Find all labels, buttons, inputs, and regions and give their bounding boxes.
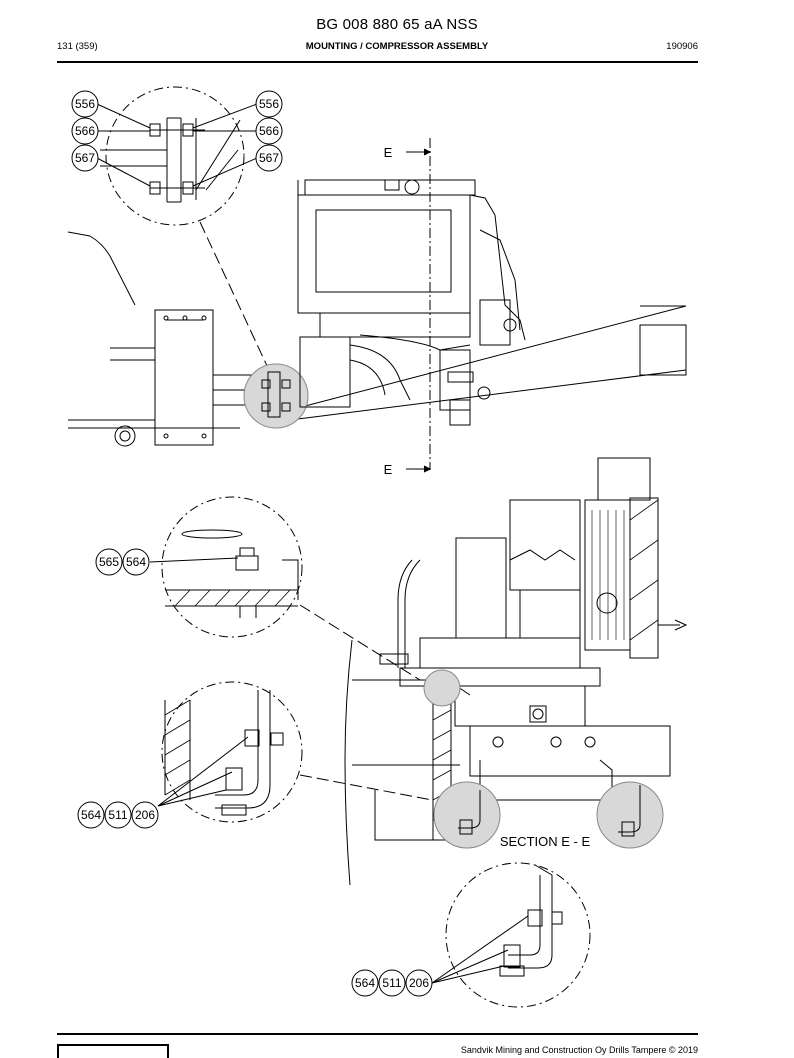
section-title: MOUNTING / COMPRESSOR ASSEMBLY [305,41,489,52]
callout-511-detail3: 511 [108,808,127,822]
callout-567-left: 567 [75,151,95,165]
callout-566-left: 566 [75,124,95,138]
section-view-e-e [344,457,688,886]
callout-556-left: 556 [75,97,95,111]
footer-rule [57,1033,698,1035]
document-id: BG 008 880 65 aA NSS [316,16,478,33]
detail-view-1 [96,86,269,369]
section-marker-top: E [384,145,393,160]
detail-view-3 [157,681,433,823]
callout-564-detail3: 564 [81,808,101,822]
callouts-detail-3 [77,801,159,829]
callout-564-detail4: 564 [355,976,375,990]
callout-565: 565 [99,555,119,569]
page-number: 131 (359) [57,41,98,52]
section-caption: SECTION E - E [500,834,591,849]
callout-206-detail3: 206 [135,808,155,822]
sandvik-logo [57,1044,169,1058]
main-view-top [67,138,687,473]
section-marker-bottom: E [384,462,393,477]
callout-567-right: 567 [259,151,279,165]
revision-date: 190906 [666,41,698,52]
detail-view-4 [431,862,591,1008]
callout-566-right: 566 [259,124,279,138]
copyright-text: Sandvik Mining and Construction Oy Drill… [460,1045,698,1055]
callouts-detail-4 [351,969,433,997]
callouts-detail-1 [71,90,283,172]
callout-511-detail4: 511 [382,976,401,990]
callout-564-detail2: 564 [126,555,146,569]
callout-556-right: 556 [259,97,279,111]
callouts-detail-2 [95,548,150,576]
detail-view-2 [149,496,421,681]
callout-206-detail4: 206 [409,976,429,990]
header-rule [57,61,698,63]
